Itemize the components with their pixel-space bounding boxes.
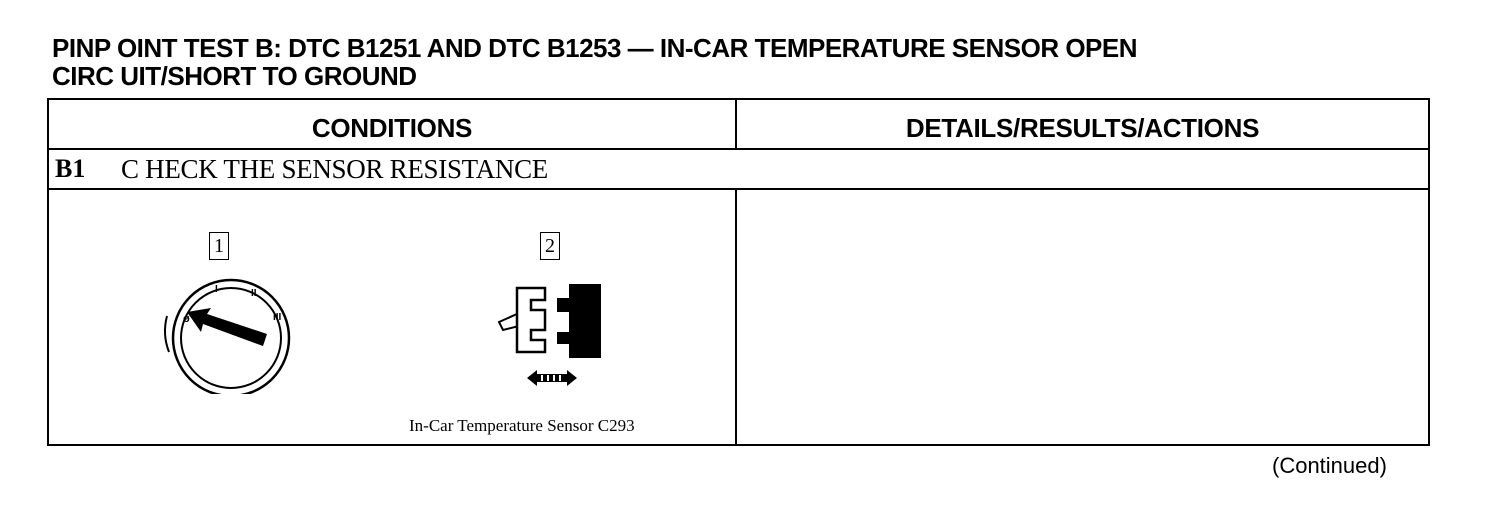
svg-text:ø: ø [183, 313, 190, 325]
step-row: B1 C HECK THE SENSOR RESISTANCE [49, 150, 1428, 190]
conditions-cell: 1 2 ø I II III [49, 190, 735, 444]
step-id: B1 [55, 154, 86, 183]
page-title-line-2: CIRC UIT/SHORT TO GROUND [52, 61, 417, 91]
column-divider-body [735, 190, 737, 444]
step-body-row: 1 2 ø I II III [49, 190, 1428, 444]
svg-text:I: I [215, 284, 218, 295]
details-results-actions-cell [737, 190, 1428, 444]
page-title: PINP OINT TEST B: DTC B1251 AND DTC B125… [52, 34, 1432, 90]
step-number-2: 2 [540, 232, 560, 260]
page-title-line-1: PINP OINT TEST B: DTC B1251 AND DTC B125… [52, 33, 1138, 63]
step-number-1: 1 [209, 232, 229, 260]
conditions-header: CONDITIONS [311, 113, 473, 143]
step-title: C HECK THE SENSOR RESISTANCE [121, 154, 548, 184]
connector-caption: In-Car Temperature Sensor C293 [409, 416, 635, 435]
pinpoint-test-table: CONDITIONS DETAILS/RESULTS/ACTIONS B1 C … [47, 98, 1430, 446]
disconnect-connector-icon [497, 284, 601, 386]
svg-text:III: III [273, 312, 282, 323]
continued-label: (Continued) [1272, 453, 1387, 478]
ignition-switch-off-icon: ø I II III [164, 278, 291, 394]
column-divider [735, 100, 737, 150]
svg-text:II: II [251, 288, 257, 299]
table-header-row: CONDITIONS DETAILS/RESULTS/ACTIONS [49, 100, 1428, 150]
details-results-actions-header: DETAILS/RESULTS/ACTIONS [905, 113, 1260, 143]
